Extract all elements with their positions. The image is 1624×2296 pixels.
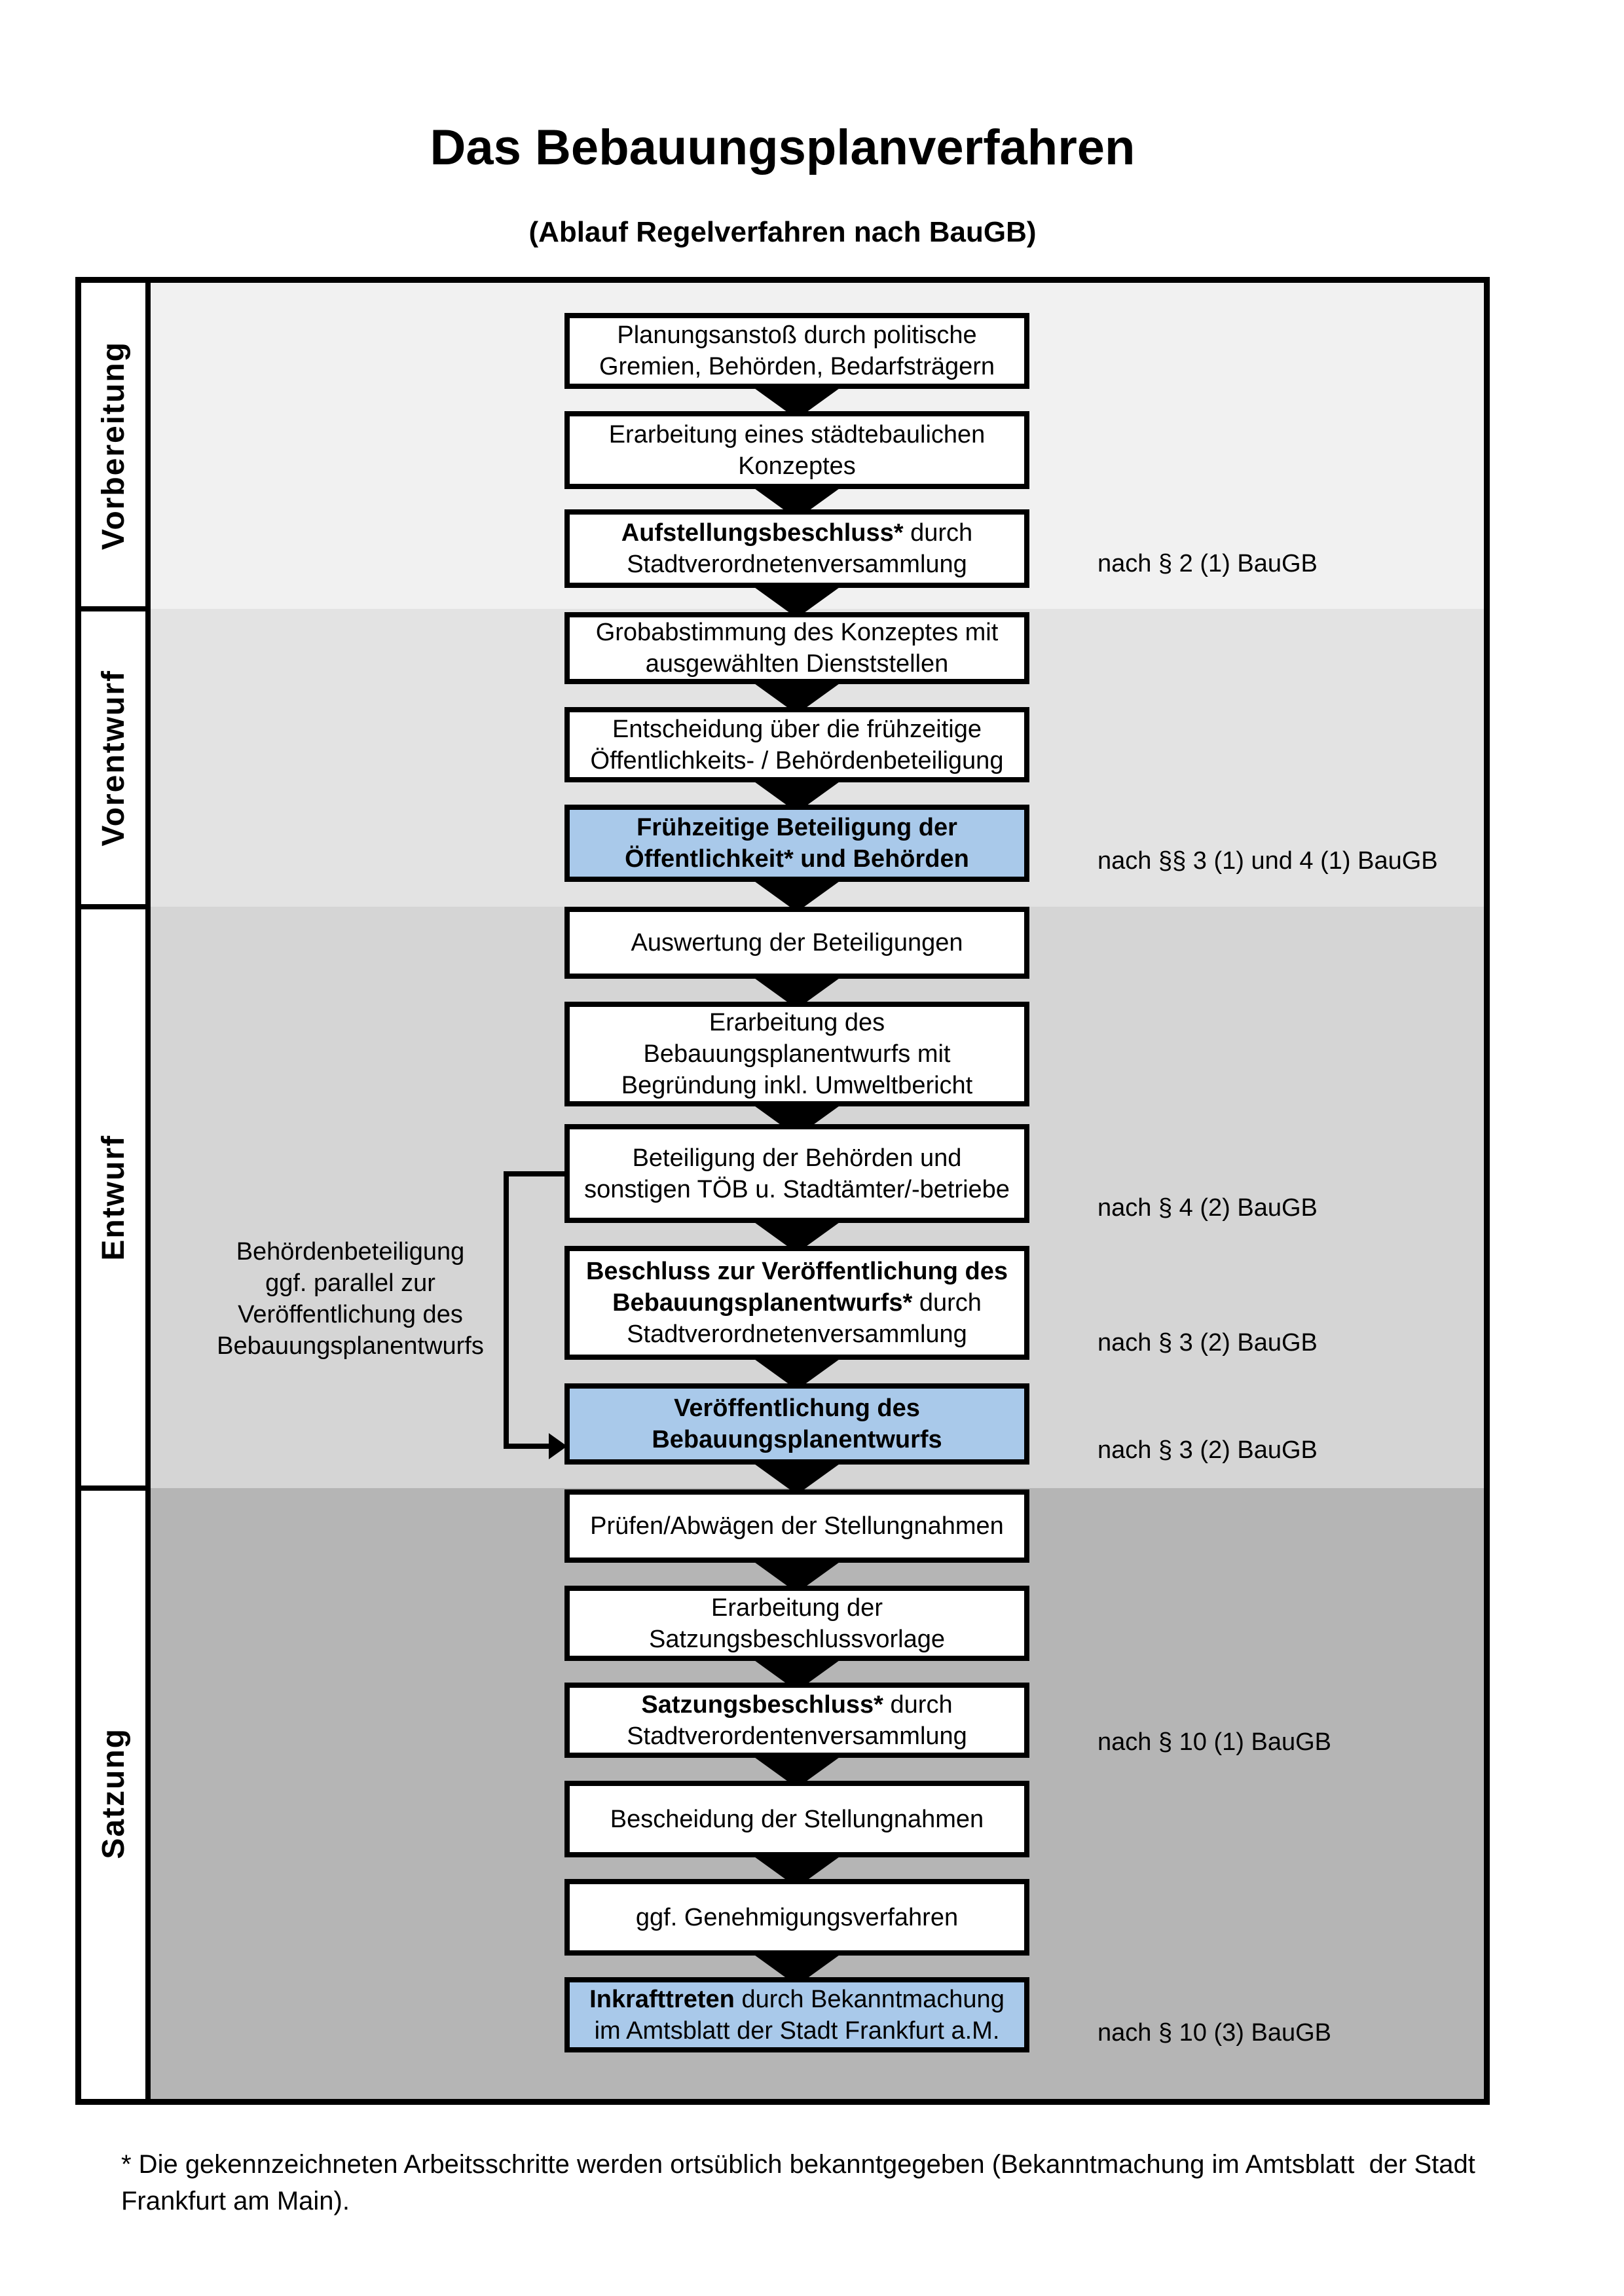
phase-cell-satzung: Satzung (81, 1488, 145, 2099)
flow-box-7: Auswertung der Beteiligungen (564, 907, 1029, 979)
connector-line (504, 1171, 509, 1449)
footnote-line: Frankfurt am Main). (121, 2187, 350, 2215)
flow-box-line: Begründung inkl. Umweltbericht (621, 1072, 973, 1099)
page-title: Das Bebauungsplanverfahren (430, 120, 1135, 175)
flow-box-line: Bescheidung der Stellungnahmen (610, 1805, 984, 1833)
label-column-divider (145, 283, 151, 2099)
flow-box-line: Aufstellungsbeschluss* durch (621, 519, 973, 547)
phase-cell-entwurf: Entwurf (81, 907, 145, 1488)
flow-box-line: Erarbeitung eines städtebaulichen (608, 420, 986, 448)
flow-box-line: Stadtverordnetenversammlung (627, 551, 967, 578)
side-note-line: Bebauungsplanentwurfs (217, 1332, 484, 1360)
flow-box-line: Bebauungsplanentwurfs mit (643, 1040, 951, 1068)
side-note-line: Veröffentlichung des (238, 1301, 463, 1328)
flow-box-highlighted-17: Inkrafttreten durch Bekanntmachung im Amt… (564, 1977, 1029, 2052)
flow-box-line: ausgewählten Dienststellen (645, 650, 949, 678)
flow-box-line: Gremien, Behörden, Bedarfsträgern (599, 353, 995, 380)
phase-divider (81, 904, 145, 909)
flow-box-line: Öffentlichkeit* und Behörden (625, 845, 969, 873)
footnote-line: * Die gekennzeichneten Arbeitsschritte w… (121, 2150, 1475, 2179)
footnote: * Die gekennzeichneten Arbeitsschritte w… (121, 2146, 1575, 2219)
phase-divider (81, 1485, 145, 1491)
flow-box-4: Grobabstimmung des Konzeptes mit ausgewäh… (564, 612, 1029, 684)
flow-box-line: Veröffentlichung des (674, 1394, 920, 1422)
flow-box-line: ggf. Genehmigungsverfahren (635, 1903, 959, 1931)
flow-box-line: Entscheidung über die frühzeitige (612, 715, 982, 743)
flow-box-line: Grobabstimmung des Konzeptes mit (595, 619, 999, 646)
flow-box-line: Satzungsbeschluss* durch (641, 1690, 953, 1719)
flow-arrow-down-icon (750, 878, 844, 912)
legal-reference: nach §§ 3 (1) und 4 (1) BauGB (1098, 847, 1438, 875)
phase-cell-vorbereitung: Vorbereitung (81, 283, 145, 609)
flow-box-line: Bebauungsplanentwurfs* durch (612, 1289, 982, 1317)
flow-box-line: Erarbeitung des (709, 1009, 885, 1036)
flow-box-line: Stadtverordnetenversammlung (627, 1321, 967, 1348)
flow-box-16: ggf. Genehmigungsverfahren (564, 1879, 1029, 1956)
phase-divider (81, 606, 145, 611)
flow-box-line: Bebauungsplanentwurfs (652, 1426, 942, 1453)
flow-box-line: Auswertung der Beteiligungen (631, 929, 963, 957)
flow-box-line: sonstigen TÖB u. Stadtämter/-betriebe (584, 1175, 1010, 1203)
flow-box-line: Beschluss zur Veröffentlichung des (585, 1258, 1008, 1285)
phase-cell-vorentwurf: Vorentwurf (81, 609, 145, 907)
flow-box-line: Inkrafttreten durch Bekanntmachung (589, 1985, 1005, 2013)
legal-reference: nach § 10 (1) BauGB (1098, 1728, 1331, 1756)
flow-box-line: Erarbeitung der (711, 1594, 883, 1622)
connector-arrow-right-icon (549, 1433, 567, 1459)
side-note-line: Behördenbeteiligung (236, 1238, 465, 1266)
legal-reference: nach § 3 (2) BauGB (1098, 1436, 1318, 1464)
legal-reference: nach § 10 (3) BauGB (1098, 2019, 1331, 2047)
side-note-line: ggf. parallel zur (265, 1269, 435, 1297)
diagram-frame (75, 277, 1490, 2105)
flow-box-15: Bescheidung der Stellungnahmen (564, 1781, 1029, 1857)
page-subtitle: (Ablauf Regelverfahren nach BauGB) (528, 216, 1037, 248)
flow-box-line: Frühzeitige Beteiligung der (637, 814, 957, 841)
legal-reference: nach § 2 (1) BauGB (1098, 550, 1318, 577)
flow-box-line: Stadtverordentenversammlung (627, 1722, 967, 1750)
flow-box-line: im Amtsblatt der Stadt Frankfurt a.M. (594, 2016, 1000, 2045)
flow-box-12: Prüfen/Abwägen der Stellungnahmen (564, 1489, 1029, 1563)
legal-reference: nach § 3 (2) BauGB (1098, 1329, 1318, 1357)
legal-reference: nach § 4 (2) BauGB (1098, 1194, 1318, 1222)
flow-box-line: Konzeptes (738, 452, 856, 480)
flow-box-9: Beteiligung der Behörden und sonstigen TÖ… (564, 1124, 1029, 1223)
flow-arrow-down-icon (750, 1461, 844, 1495)
connector-line (504, 1171, 567, 1176)
connector-line (504, 1444, 550, 1449)
flow-box-line: Planungsanstoß durch politische (617, 321, 977, 349)
flow-box-line: Satzungsbeschlussvorlage (648, 1625, 946, 1653)
flow-box-line: Prüfen/Abwägen der Stellungnahmen (590, 1512, 1004, 1540)
flow-box-line: Beteiligung der Behörden und (632, 1144, 962, 1172)
flow-box-line: Öffentlichkeits- / Behördenbeteiligung (590, 746, 1004, 774)
